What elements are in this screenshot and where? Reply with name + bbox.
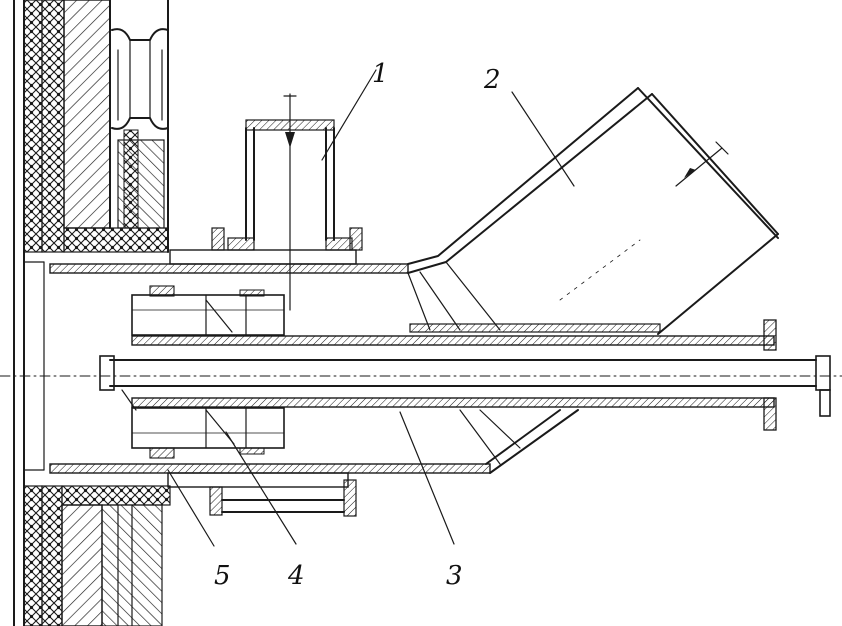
callout-2: 2 <box>483 65 501 95</box>
inclined-branch <box>407 87 779 474</box>
leader-lines <box>167 69 575 547</box>
outer-housing <box>49 227 491 517</box>
callout-5: 5 <box>214 561 231 591</box>
central-pipe <box>99 319 831 431</box>
callout-1: 1 <box>372 59 389 89</box>
callout-3: 3 <box>446 561 463 591</box>
furnace-wall <box>13 0 171 626</box>
callout-4: 4 <box>287 561 305 591</box>
swirler-block <box>131 285 285 459</box>
top-inlet-nozzle <box>227 93 353 311</box>
